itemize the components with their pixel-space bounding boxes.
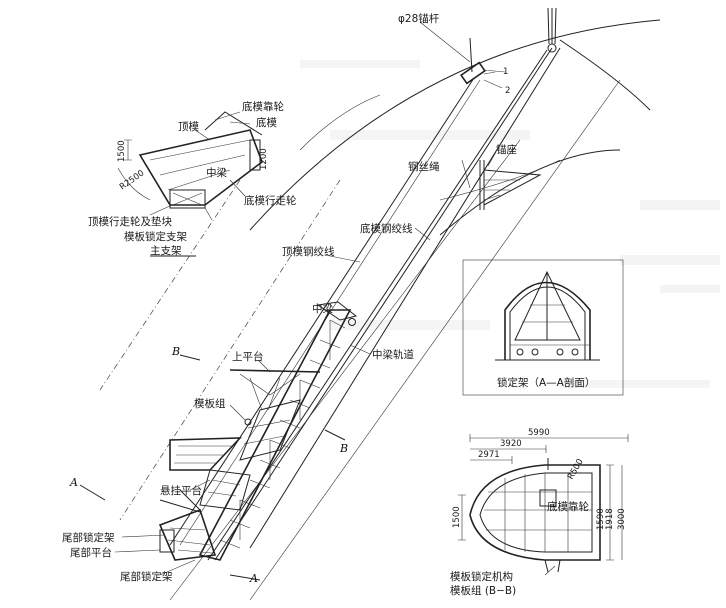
lock-frame-wheels xyxy=(516,348,579,356)
anchor-rod xyxy=(460,37,506,89)
dim-2971: 2971 xyxy=(478,450,500,460)
formwork-lock-frame-label: 模板锁定支架 xyxy=(124,230,187,243)
dim-1590: 1590 xyxy=(596,508,606,530)
dim-1500-right: 1500 xyxy=(452,506,462,528)
section-b-right: B xyxy=(339,442,348,455)
formwork-caption-1: 模板锁定机构 xyxy=(450,570,513,583)
steel-rope-label: 钢丝绳 xyxy=(408,160,440,173)
section-markers xyxy=(79,354,346,581)
anchor-seat xyxy=(479,151,542,210)
bottom-guide-wheel-section-label: 底模靠轮 xyxy=(547,500,589,513)
bottom-guide-wheel-label: 底模靠轮 xyxy=(242,100,284,113)
main-frame-title: 主支架 xyxy=(150,245,182,257)
section-a-right: A xyxy=(249,572,258,585)
tunnel-arc xyxy=(249,19,661,236)
section-b-left: B xyxy=(171,345,180,358)
hanging-platform xyxy=(169,437,251,511)
upper-platform xyxy=(229,369,321,411)
marker-1: 1 xyxy=(503,67,508,77)
top-walking-wheel-label: 顶模行走轮及垫块 xyxy=(88,215,172,228)
lock-frame-caption: 锁定架（A—A剖面） xyxy=(497,376,595,389)
section-a-left: A xyxy=(69,476,78,489)
upper-platform-label: 上平台 xyxy=(232,350,264,363)
formwork-group-label: 模板组 xyxy=(194,397,226,410)
main-frame-mid-beam-label: 中梁 xyxy=(206,166,227,179)
dim-r500: R500 xyxy=(566,457,586,481)
formwork-caption-2: 模板组 (B−B) xyxy=(450,584,516,597)
tail-assembly xyxy=(158,489,217,561)
bottom-mould-label: 底模 xyxy=(256,116,277,129)
dim-3920: 3920 xyxy=(500,439,522,449)
tail-lock-frame-2-label: 尾部锁定架 xyxy=(120,570,173,583)
dim-r2500: R2500 xyxy=(118,168,146,192)
bottom-walking-wheel-label: 底模行走轮 xyxy=(244,194,297,207)
formwork-group xyxy=(239,399,301,461)
dim-5990: 5990 xyxy=(528,428,550,438)
mid-beam-label: 中梁 xyxy=(312,302,333,315)
top-hoist xyxy=(547,7,557,53)
leader-lines xyxy=(114,21,496,576)
anchor-rod-label: φ28锚杆 xyxy=(398,12,440,25)
dim-1500-left: 1500 xyxy=(117,140,127,162)
tail-lock-frame-label: 尾部锁定架 xyxy=(62,531,115,544)
bottom-strand-label: 底模钢绞线 xyxy=(360,222,413,235)
dim-1200: 1200 xyxy=(259,148,269,170)
mid-beam-track-label: 中梁轨道 xyxy=(372,348,414,361)
dim-1918: 1918 xyxy=(605,508,615,530)
mid-beam-truss xyxy=(198,301,358,561)
formwork-section xyxy=(458,434,629,576)
tail-platform-label: 尾部平台 xyxy=(70,546,112,559)
background-residue xyxy=(300,60,720,388)
lock-frame-section xyxy=(462,259,624,396)
anchor-seat-label: 锚座 xyxy=(496,143,517,156)
marker-2: 2 xyxy=(505,86,510,96)
top-strand-label: 顶模钢绞线 xyxy=(282,245,335,258)
hanging-platform-label: 悬挂平台 xyxy=(160,484,202,497)
main-frame-detail xyxy=(117,111,263,257)
top-mould-label: 顶模 xyxy=(178,121,199,133)
dim-3000: 3000 xyxy=(617,508,627,530)
